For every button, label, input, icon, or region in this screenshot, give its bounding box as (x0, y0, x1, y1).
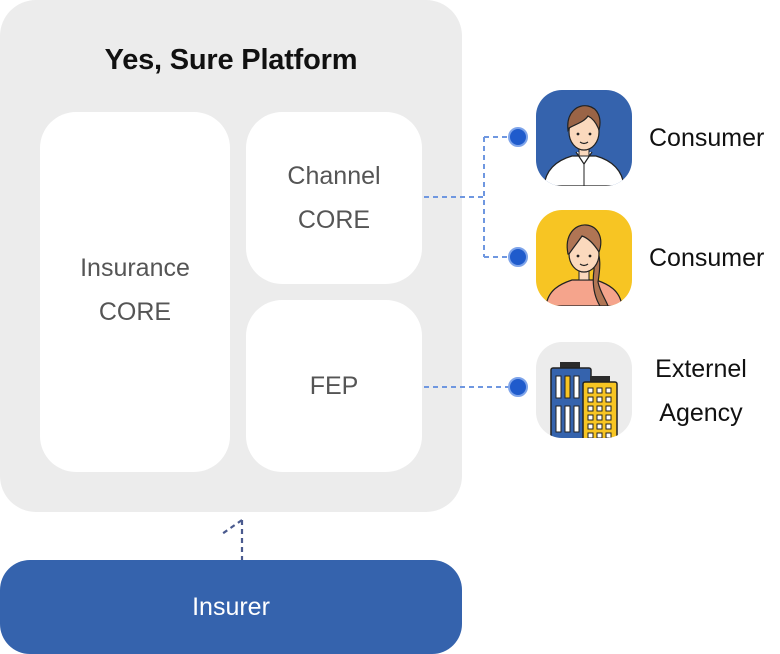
male-consumer-avatar-icon (543, 105, 625, 186)
consumer1-node-dot (508, 127, 528, 147)
fep-label: FEP (309, 372, 359, 400)
channel-core-label-line1: Channel (287, 162, 381, 190)
consumer1-label: Consumer (649, 124, 765, 152)
female-consumer-avatar-icon (545, 224, 623, 306)
channel-core-label-line2: CORE (297, 206, 371, 234)
agency-node-dot (508, 377, 528, 397)
agency-tile[interactable] (536, 342, 632, 438)
insurance-core-label-line2: CORE (98, 298, 172, 326)
insurer-label: Insurer (192, 592, 270, 621)
platform-title: Yes, Sure Platform (104, 44, 358, 76)
consumer2-node-dot (508, 247, 528, 267)
insurer-block[interactable]: Insurer (0, 560, 462, 654)
fep-module[interactable]: FEP (246, 300, 422, 472)
insurance-core-label-line1: Insurance (80, 254, 190, 282)
insurer-connector-arrow (221, 519, 243, 535)
office-buildings-icon (550, 362, 618, 438)
channel-core-module[interactable]: Channel CORE (246, 112, 422, 284)
agency-label-line2: Agency (659, 399, 743, 427)
agency-label: Externel Agency (649, 347, 753, 435)
consumer2-avatar-tile[interactable] (536, 210, 632, 306)
agency-label-line1: Externel (655, 355, 747, 383)
consumer1-avatar-tile[interactable] (536, 90, 632, 186)
insurance-core-module[interactable]: Insurance CORE (40, 112, 230, 472)
consumer2-label: Consumer (649, 244, 765, 272)
